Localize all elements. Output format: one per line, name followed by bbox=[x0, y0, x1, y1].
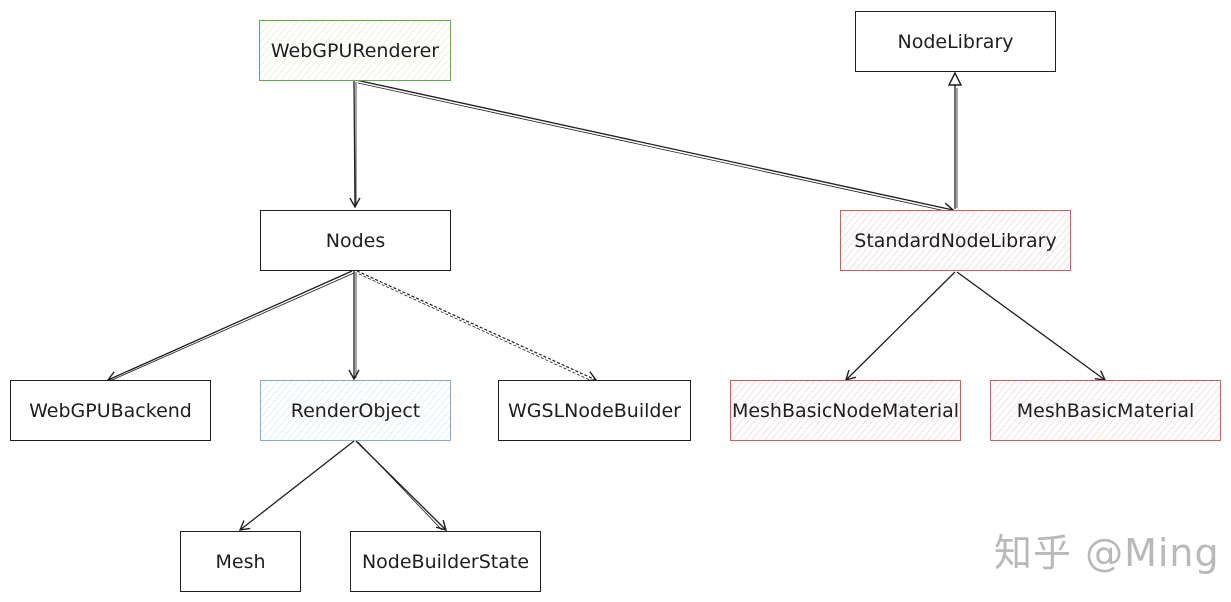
node-standard-node-library: StandardNodeLibrary bbox=[840, 210, 1071, 271]
node-nodes: Nodes bbox=[260, 210, 451, 271]
node-label: MeshBasicNodeMaterial bbox=[731, 399, 960, 422]
edge-nodes-to-backend bbox=[106, 270, 355, 382]
node-label: Nodes bbox=[325, 229, 386, 252]
node-label: NodeBuilderState bbox=[361, 550, 530, 573]
node-label: NodeLibrary bbox=[897, 30, 1014, 53]
node-label: Mesh bbox=[215, 550, 266, 573]
node-node-builder-state: NodeBuilderState bbox=[350, 531, 541, 592]
node-webgpu-backend: WebGPUBackend bbox=[10, 380, 211, 441]
node-mesh: Mesh bbox=[180, 531, 301, 592]
edge-renderer-to-standard-library bbox=[355, 79, 955, 214]
node-label: RenderObject bbox=[290, 399, 421, 422]
node-label: WebGPURenderer bbox=[270, 39, 440, 62]
edge-nodes-to-render-object bbox=[348, 271, 360, 381]
node-mesh-basic-material: MeshBasicMaterial bbox=[990, 380, 1221, 441]
node-webgpu-renderer: WebGPURenderer bbox=[259, 20, 451, 81]
node-label: WebGPUBackend bbox=[29, 399, 192, 422]
node-render-object: RenderObject bbox=[260, 380, 451, 441]
edge-render-object-to-builder-state bbox=[355, 440, 448, 532]
node-wgsl-node-builder: WGSLNodeBuilder bbox=[498, 380, 691, 441]
edge-renderer-to-nodes bbox=[349, 80, 361, 209]
edge-render-object-to-mesh bbox=[238, 440, 355, 531]
edge-standard-library-extends-node-library bbox=[947, 71, 963, 209]
edge-standard-library-to-basic-material bbox=[956, 271, 1107, 381]
node-mesh-basic-node-material: MeshBasicNodeMaterial bbox=[730, 380, 961, 441]
edge-nodes-to-wgsl-builder bbox=[356, 270, 598, 382]
edge-standard-library-to-node-material bbox=[844, 271, 956, 382]
node-node-library: NodeLibrary bbox=[855, 11, 1056, 72]
node-label: MeshBasicMaterial bbox=[1016, 399, 1195, 422]
node-label: StandardNodeLibrary bbox=[854, 229, 1057, 252]
node-label: WGSLNodeBuilder bbox=[508, 399, 681, 422]
watermark: 知乎 @Ming bbox=[994, 531, 1220, 575]
